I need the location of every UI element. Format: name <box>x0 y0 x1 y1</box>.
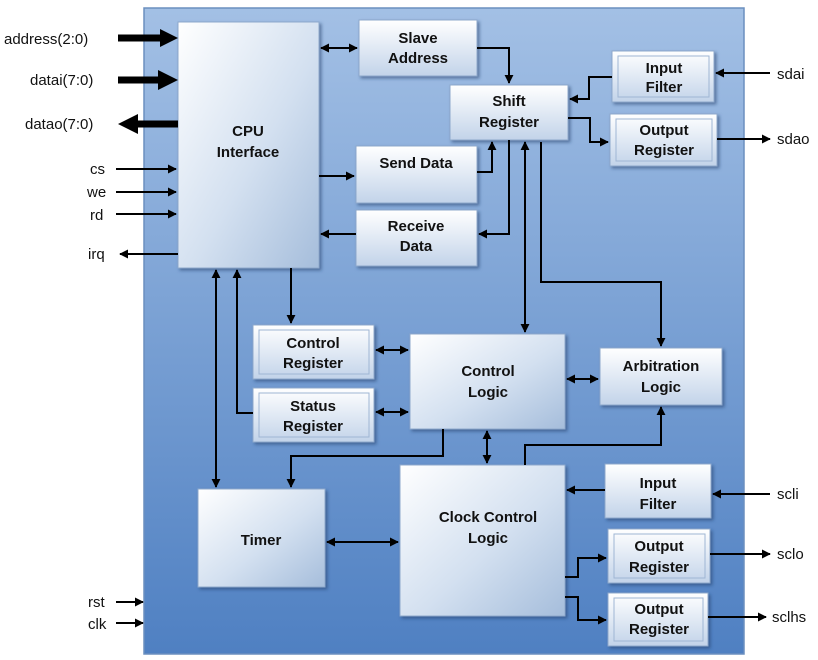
shift-sda-output-wire <box>568 117 609 147</box>
receive-data-block[interactable]: Receive Data <box>355 209 478 267</box>
input-filter-sda-block[interactable]: Input Filter <box>611 50 715 103</box>
output-register-sclo-label-line2: Register <box>629 559 689 576</box>
cpu-interface-label-line2: Interface <box>217 144 280 161</box>
output-register-sclhs-block[interactable]: Output Register <box>607 592 709 647</box>
sda-filter-shift-wire <box>569 76 612 104</box>
send-data-block[interactable]: Send Data <box>355 145 478 204</box>
receive-data-label-line1: Receive <box>388 218 445 235</box>
control-timer-wire <box>286 429 444 488</box>
signal-scli-label: scli <box>777 486 799 503</box>
shift-receive-wire <box>478 140 510 239</box>
status-register-block[interactable]: Status Register <box>252 387 375 443</box>
wires <box>116 29 771 628</box>
signal-sdai-label: sdai <box>777 66 805 83</box>
slave-address-label-line2: Address <box>388 50 448 67</box>
control-register-block[interactable]: Control Register <box>252 324 375 380</box>
signal-clk-label: clk <box>88 616 107 633</box>
signal-address-label: address(2:0) <box>4 31 88 48</box>
control-logic-label-line2: Logic <box>468 384 508 401</box>
signal-sclo-label: sclo <box>777 546 804 563</box>
address-bus-arrow <box>118 29 178 47</box>
signal-sclhs-label: sclhs <box>772 609 806 626</box>
output-register-sda-label-line2: Register <box>634 142 694 159</box>
shift-register-label-line1: Shift <box>492 93 525 110</box>
clock-control-logic-block[interactable]: Clock Control Logic <box>399 464 566 617</box>
control-logic-label-line1: Control <box>461 363 514 380</box>
status-register-label-line1: Status <box>290 398 336 415</box>
control-register-label-line2: Register <box>283 355 343 372</box>
signal-irq-label: irq <box>88 246 105 263</box>
output-register-sda-block[interactable]: Output Register <box>609 113 718 167</box>
datao-bus-arrow <box>118 114 178 134</box>
input-filter-scl-block[interactable]: Input Filter <box>604 463 712 519</box>
input-filter-scl-label-line2: Filter <box>640 496 677 513</box>
clock-control-logic-label-line2: Logic <box>468 530 508 547</box>
shift-arbitration-wire <box>540 142 666 347</box>
slave-shift-wire <box>477 47 514 84</box>
timer-label: Timer <box>241 532 282 549</box>
clock-sclo-register-wire <box>565 553 607 578</box>
signal-rst-label: rst <box>88 594 105 611</box>
clock-sclhs-register-wire <box>565 596 607 625</box>
arbitration-logic-label-line2: Logic <box>641 379 681 396</box>
shift-register-label-line2: Register <box>479 114 539 131</box>
cpu-interface-block[interactable]: CPU Interface <box>177 21 320 269</box>
receive-data-label-line2: Data <box>400 238 433 255</box>
status-register-label-line2: Register <box>283 418 343 435</box>
signal-datai-label: datai(7:0) <box>30 72 93 89</box>
output-register-sda-label-line1: Output <box>639 122 688 139</box>
signal-we-label: we <box>86 184 106 201</box>
status-cpu-wire <box>232 269 253 414</box>
signal-rd-label: rd <box>90 207 103 224</box>
control-register-label-line1: Control <box>286 335 339 352</box>
send-data-label: Send Data <box>379 155 453 172</box>
slave-address-block[interactable]: Slave Address <box>358 19 478 77</box>
clock-control-logic-label-line1: Clock Control <box>439 509 537 526</box>
arbitration-logic-block[interactable]: Arbitration Logic <box>599 347 723 406</box>
input-filter-sda-label-line1: Input <box>646 60 683 77</box>
signal-cs-label: cs <box>90 161 105 178</box>
shift-register-block[interactable]: Shift Register <box>449 84 569 141</box>
datai-bus-arrow <box>118 70 178 90</box>
clock-arbitration-wire <box>524 406 666 465</box>
cpu-interface-label-line1: CPU <box>232 123 264 140</box>
output-register-sclhs-label-line2: Register <box>629 621 689 638</box>
signal-sdao-label: sdao <box>777 131 810 148</box>
input-filter-scl-label-line1: Input <box>640 475 677 492</box>
output-register-sclhs-label-line1: Output <box>634 601 683 618</box>
input-filter-sda-label-line2: Filter <box>646 79 683 96</box>
control-logic-block[interactable]: Control Logic <box>409 333 566 430</box>
slave-address-label-line1: Slave <box>398 30 437 47</box>
send-shift-wire <box>477 141 497 173</box>
signal-datao-label: datao(7:0) <box>25 116 93 133</box>
output-register-sclo-block[interactable]: Output Register <box>607 528 711 584</box>
output-register-sclo-label-line1: Output <box>634 538 683 555</box>
arbitration-logic-label-line1: Arbitration <box>623 358 700 375</box>
timer-block[interactable]: Timer <box>197 488 326 588</box>
